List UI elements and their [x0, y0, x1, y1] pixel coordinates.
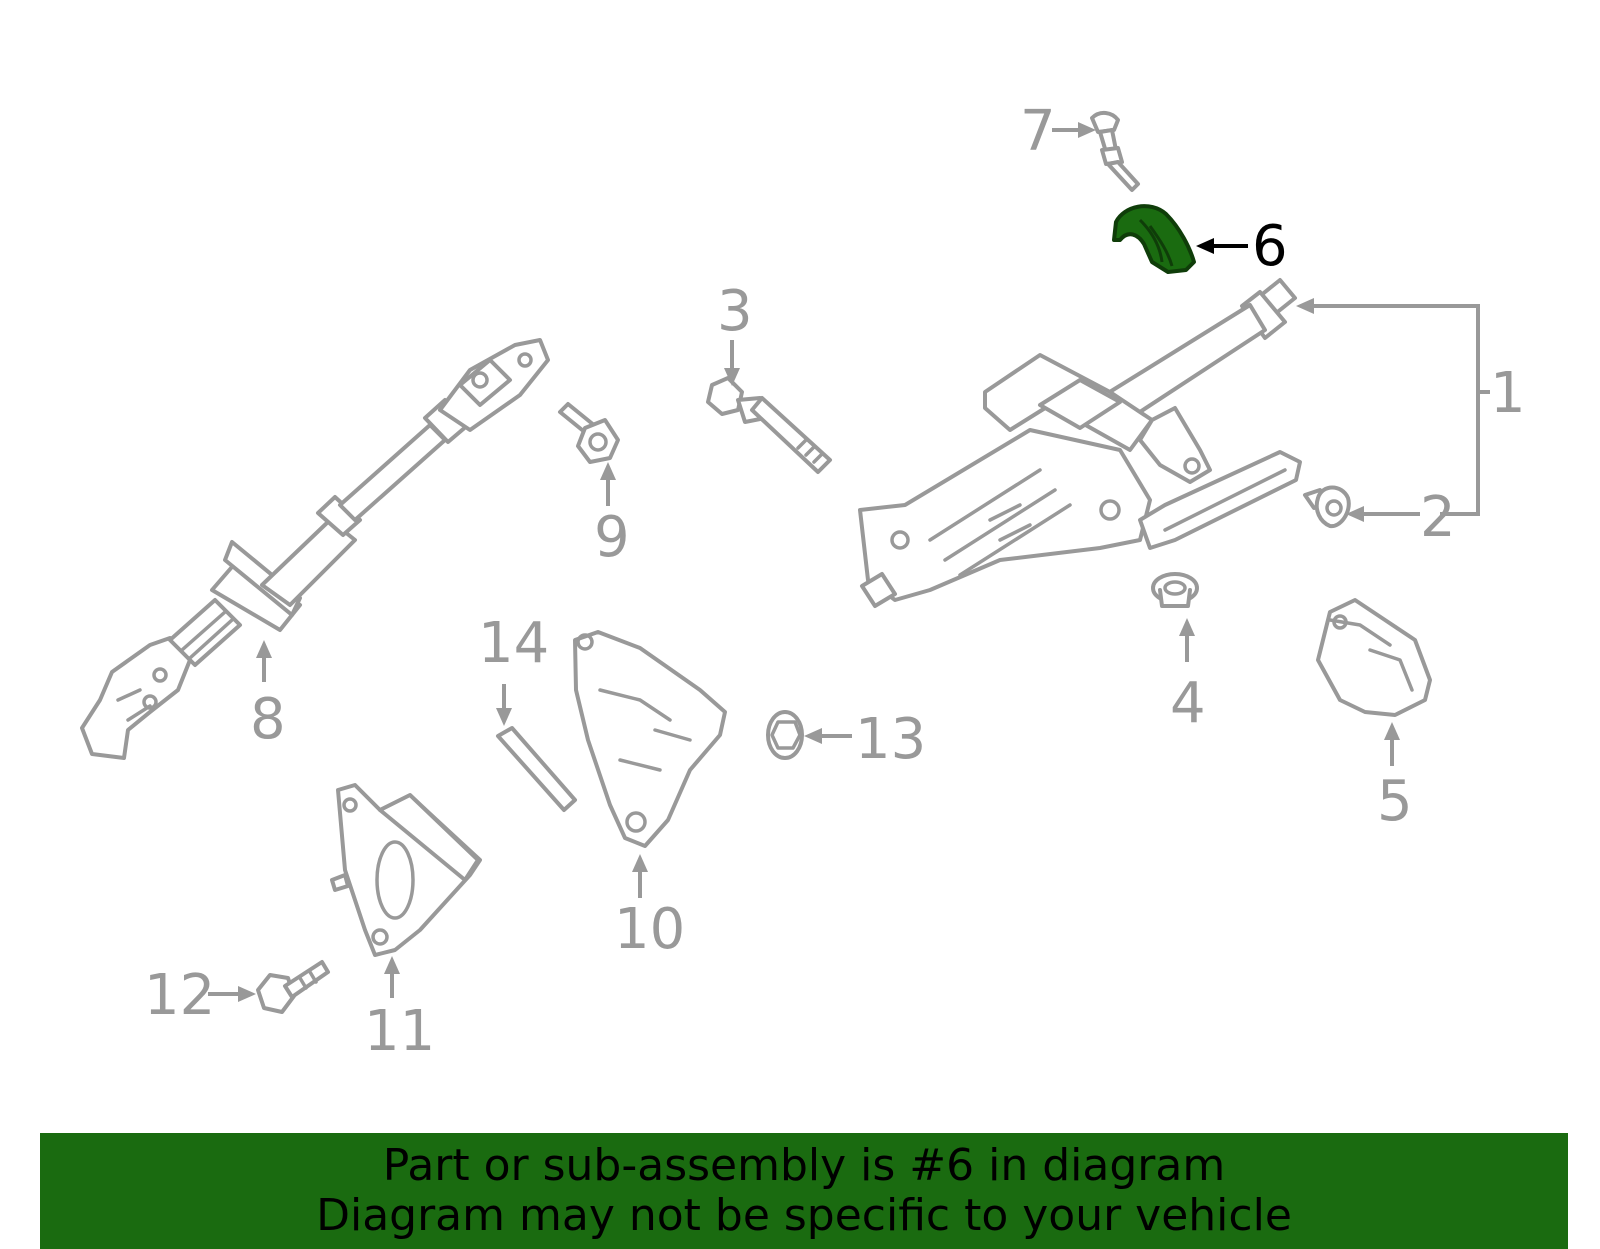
callout-2: 2: [1346, 485, 1456, 550]
callout-9: 9: [594, 462, 630, 570]
part-5-module[interactable]: [1316, 598, 1432, 717]
svg-text:7: 7: [1020, 99, 1056, 164]
svg-text:8: 8: [250, 687, 286, 752]
part-6-cover-highlighted[interactable]: [1112, 204, 1196, 274]
part-3-long-bolt[interactable]: [706, 376, 832, 474]
svg-text:9: 9: [594, 505, 630, 570]
callout-5: 5: [1377, 722, 1413, 834]
callout-6: 6: [1196, 214, 1288, 279]
part-2-bolt[interactable]: [1303, 485, 1351, 529]
part-7-clip[interactable]: [1090, 111, 1140, 192]
part-11-boot[interactable]: [330, 783, 482, 957]
callout-13: 13: [804, 707, 926, 772]
svg-text:12: 12: [144, 963, 215, 1028]
svg-text:4: 4: [1170, 671, 1206, 736]
part-10-cover[interactable]: [573, 630, 727, 848]
callout-3: 3: [717, 279, 753, 386]
banner-line-disclaimer: Diagram may not be specific to your vehi…: [316, 1190, 1292, 1241]
banner-line-part-number: Part or sub-assembly is #6 in diagram: [382, 1140, 1226, 1191]
svg-text:1: 1: [1490, 361, 1526, 426]
part-8-intermediate-shaft[interactable]: [80, 338, 550, 760]
callout-8: 8: [250, 640, 286, 752]
part-12-bolt[interactable]: [256, 960, 330, 1014]
part-9-bolt[interactable]: [558, 402, 620, 464]
part-14-gasket[interactable]: [496, 726, 577, 812]
svg-text:3: 3: [717, 279, 753, 344]
callout-11: 11: [364, 956, 435, 1064]
part-1-steering-column[interactable]: [858, 278, 1302, 608]
callout-12: 12: [144, 963, 256, 1028]
callout-10: 10: [614, 854, 685, 962]
svg-text:11: 11: [364, 999, 435, 1064]
svg-text:10: 10: [614, 897, 685, 962]
svg-text:6: 6: [1252, 214, 1288, 279]
svg-text:2: 2: [1420, 485, 1456, 550]
part-13-nut[interactable]: [766, 710, 804, 760]
callout-14: 14: [478, 611, 549, 726]
svg-text:5: 5: [1377, 769, 1413, 834]
callout-7: 7: [1020, 99, 1096, 164]
callout-1: 1: [1296, 298, 1526, 516]
svg-text:13: 13: [855, 707, 926, 772]
part-4-nut[interactable]: [1151, 572, 1199, 608]
info-banner: Part or sub-assembly is #6 in diagram Di…: [40, 1133, 1568, 1249]
callout-4: 4: [1170, 618, 1206, 736]
svg-text:14: 14: [478, 611, 549, 676]
